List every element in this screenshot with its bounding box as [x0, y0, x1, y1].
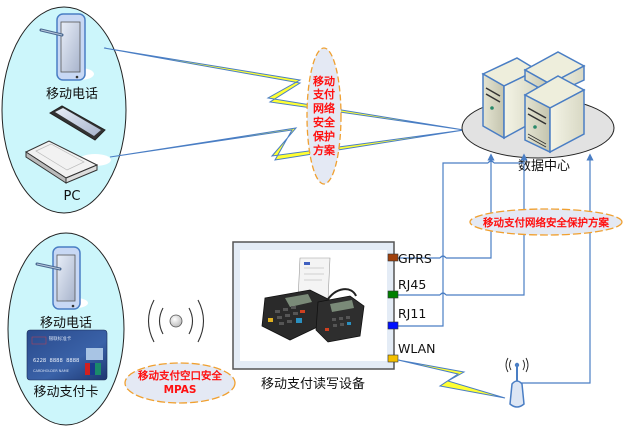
- right-callout-text: 移动支付网络安全保护方案: [483, 216, 609, 229]
- antenna-connection: [520, 153, 594, 384]
- card-bank-title: 银联标准卡: [49, 335, 72, 342]
- right-security-callout: 移动支付网络安全保护方案: [469, 208, 623, 236]
- card-holder: CARDHOLDER NAME: [33, 369, 69, 373]
- card-label: 移动支付卡: [33, 385, 98, 400]
- port-wlan: [387, 354, 399, 363]
- air-callout-line1: 移动支付空口安全: [138, 369, 222, 382]
- port-label-rj45: RJ45: [398, 277, 426, 292]
- top-phone-label: 移动电话: [46, 87, 98, 102]
- device-label: 移动支付读写设备: [261, 376, 365, 392]
- air-interface-callout: 移动支付空口安全 MPAS: [124, 362, 236, 404]
- server-icon: [523, 75, 586, 154]
- callout-line: 支付: [312, 87, 335, 101]
- bottom-client-group: 移动电话 银联标准卡 6228 8888 8888 CARDHOLDER NAM…: [7, 232, 125, 426]
- port-gprs: [387, 253, 399, 262]
- rj45-connection: [398, 157, 524, 296]
- contactless-signal-icon: [147, 299, 205, 343]
- bottom-phone-label: 移动电话: [40, 316, 92, 331]
- air-callout-line2: MPAS: [164, 384, 197, 396]
- callout-line: 移动: [313, 74, 335, 88]
- port-label-rj11: RJ11: [398, 306, 426, 321]
- data-center-label: 数据中心: [518, 159, 570, 174]
- data-center: 数据中心: [461, 51, 615, 174]
- port-label-gprs: GPRS: [398, 251, 432, 266]
- port-rj11: [387, 321, 399, 330]
- mobile-phone-icon: [39, 13, 94, 81]
- wireless-access-point-icon: [505, 357, 529, 408]
- rj11-connection: [398, 162, 524, 327]
- top-wireless-links: [103, 47, 465, 161]
- port-label-wlan: WLAN: [398, 341, 436, 356]
- pc-label: PC: [64, 189, 81, 204]
- payment-terminal-device: 移动支付读写设备 GPRS RJ45 RJ11 WLAN: [232, 241, 436, 392]
- port-rj45: [387, 290, 399, 299]
- callout-line: 安全: [313, 115, 336, 129]
- top-client-group: 移动电话 PC: [1, 6, 127, 214]
- callout-line: 方案: [313, 143, 336, 157]
- pos-terminal-icon: [261, 257, 365, 343]
- laptop-icon: [24, 105, 111, 184]
- bank-card-icon: 银联标准卡 6228 8888 8888 CARDHOLDER NAME: [26, 329, 108, 381]
- callout-line: 网络: [313, 101, 335, 115]
- wlan-link-bolt: [397, 359, 506, 399]
- card-number: 6228 8888 8888: [33, 358, 79, 364]
- callout-line: 保护: [312, 129, 335, 143]
- unionpay-logo-icon: [85, 363, 101, 375]
- gprs-connection: [398, 157, 491, 259]
- phone-link-bolt: [103, 47, 465, 131]
- mobile-phone-icon: [35, 246, 88, 310]
- pc-link-bolt: [109, 127, 465, 161]
- top-security-callout: 移动 支付 网络 安全 保护 方案: [306, 47, 342, 185]
